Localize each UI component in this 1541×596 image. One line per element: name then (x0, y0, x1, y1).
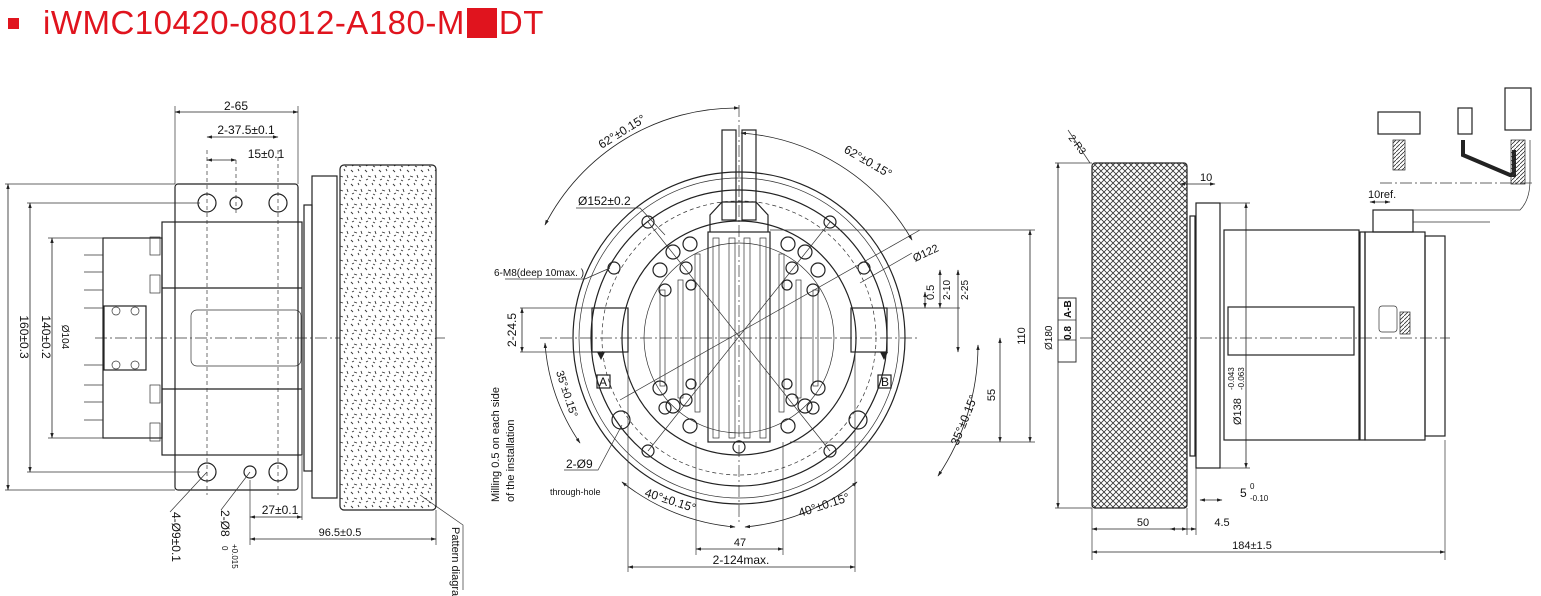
model-placeholder-square (466, 8, 497, 38)
dim-label: 4.5 (1214, 517, 1229, 529)
shaft (1227, 306, 1355, 356)
mounting-plate (174, 183, 299, 491)
page-title: iWMC10420-08012-A180-M DT (8, 4, 544, 42)
dim-label: Ø104 (59, 325, 70, 350)
motor-body (1223, 229, 1360, 441)
milling-note: Milling 0.5 on each side (490, 387, 502, 502)
hole (229, 196, 243, 210)
tolerance-label: -0.10 (1250, 494, 1269, 503)
datum-b: B (881, 375, 889, 389)
diameter-label: Ø152±0.2 (578, 194, 631, 208)
milled-flat-right (850, 307, 888, 353)
radius-label: 2-R3 (1066, 133, 1088, 157)
terminal-screws (652, 236, 826, 454)
milling-note: of the installation (505, 419, 517, 502)
hole-note: through-hole (550, 487, 601, 497)
dim-label: 160±0.3 (17, 315, 31, 359)
hole (243, 465, 257, 479)
dim-label: 27±0.1 (262, 503, 299, 517)
connector-block (102, 237, 163, 439)
dim-label: 2-65 (224, 99, 248, 113)
dim-label: 47 (734, 537, 746, 549)
rear-view: 2-R3 10 10ref. Ø180 0.8 A-B Ø138 -0.043 … (1044, 87, 1535, 560)
encoder-housing (1364, 231, 1426, 441)
dim-label: 2-25 (960, 280, 971, 300)
front-view: A B 62°±0.15° 62°±0.15° Ø152±0.2 Ø122 6-… (490, 105, 1035, 572)
dim-label: 10 (1200, 172, 1212, 184)
dim-label: 2-37.5±0.1 (217, 123, 275, 137)
runout-tolerance: 0.8 (1063, 326, 1074, 340)
title-bullet (8, 17, 19, 29)
pattern-diagram-label: Pattern diagram (449, 527, 461, 596)
model-prefix: iWMC10420-08012-A180-M (43, 4, 465, 41)
model-suffix: DT (498, 4, 544, 41)
datum-a: A (599, 375, 607, 389)
dim-label: 2-10 (942, 280, 953, 300)
dim-label: 5 (1240, 486, 1247, 500)
dim-label: 0.5 (925, 285, 937, 300)
hole (268, 462, 288, 482)
hole (268, 193, 288, 213)
milled-flat-left (591, 307, 629, 353)
side-view: 2-65 2-37.5±0.1 15±0.1 160±0.3 140±0.2 Ø… (5, 99, 464, 596)
tolerance-label: -0.043 (1227, 367, 1236, 390)
dim-label: 50 (1137, 517, 1149, 529)
dim-label: 2-24.5 (505, 313, 519, 347)
flange (1195, 202, 1221, 469)
pattern-cylinder (339, 164, 437, 511)
angle-label: 40°±0.15° (797, 490, 852, 520)
hole-label: 2-Ø9 (566, 457, 593, 471)
diameter-label: Ø138 (1232, 398, 1244, 425)
motor-body (161, 221, 303, 456)
diameter-label: Ø122 (911, 242, 940, 264)
angle-label: 62°±0.15° (842, 142, 895, 181)
flange (311, 175, 338, 499)
dim-label: 96.5±0.5 (319, 527, 362, 539)
datum-reference: A-B (1063, 300, 1074, 318)
dim-label: 4-Ø9±0.1 (169, 512, 183, 562)
diameter-label: Ø180 (1044, 325, 1055, 350)
angle-label: 35°±0.15° (948, 393, 981, 447)
dim-label: 2-124max. (713, 553, 770, 567)
dim-label: +0.015 (230, 544, 239, 569)
tolerance-label: -0.063 (1237, 367, 1246, 390)
angle-label: 62°±0.15° (596, 112, 648, 152)
thread-label: 6-M8(deep 10max. ) (494, 268, 584, 279)
dim-label: 55 (986, 389, 998, 401)
dim-label: 15±0.1 (248, 147, 285, 161)
angle-label: 35°±0.15° (553, 369, 579, 419)
knurled-cylinder (1091, 162, 1188, 509)
dim-label: 110 (1016, 327, 1028, 345)
dim-label: 184±1.5 (1232, 540, 1272, 552)
dim-label: 2-Ø8 (218, 510, 232, 537)
tolerance-label: 0 (1250, 482, 1255, 491)
dim-label: 0 (220, 546, 229, 551)
dim-label: 140±0.2 (39, 315, 53, 359)
dim-label: 10ref. (1368, 189, 1396, 201)
